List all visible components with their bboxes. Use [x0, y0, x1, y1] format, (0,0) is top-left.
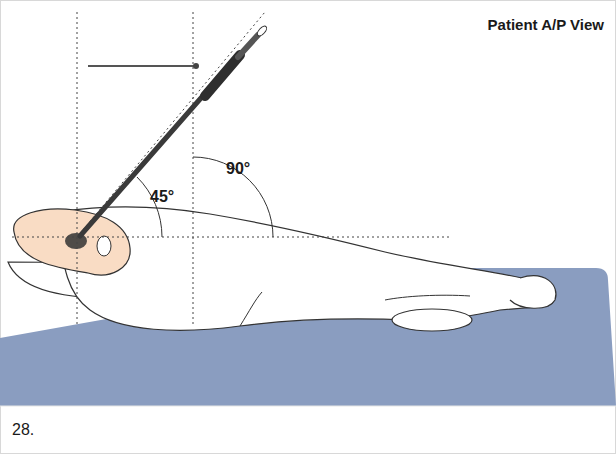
arm-line	[240, 292, 262, 326]
ear	[97, 236, 111, 256]
angle-arc	[137, 177, 162, 237]
cord	[88, 65, 196, 67]
endoscope-handle	[205, 55, 240, 96]
endoscope-shaft	[80, 90, 208, 236]
angle-arc	[193, 157, 273, 237]
leg-line	[385, 295, 470, 300]
figure-number: 28.	[12, 421, 34, 439]
foot	[392, 309, 472, 331]
patient-body	[60, 207, 554, 330]
endoscope-head	[238, 35, 258, 57]
foot	[510, 276, 556, 308]
head	[14, 209, 130, 275]
angle-label: 90°	[226, 160, 250, 178]
eyepiece	[256, 25, 268, 38]
reference-lines	[12, 12, 452, 326]
cord-port	[193, 63, 199, 69]
view-title: Patient A/P View	[488, 16, 604, 33]
strip-edge	[0, 406, 616, 407]
angle-label: 45°	[150, 188, 174, 206]
